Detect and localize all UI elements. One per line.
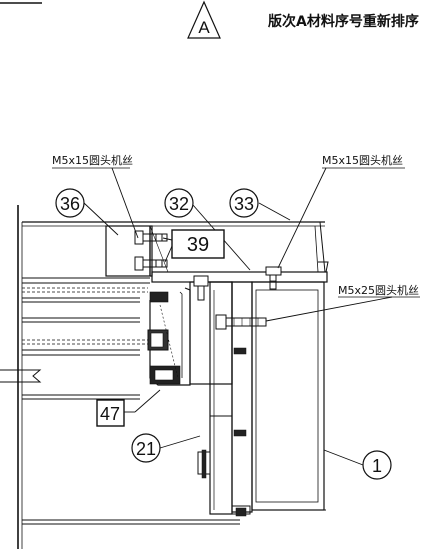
revision-triangle-icon (187, 0, 221, 39)
part-balloons: 36 32 33 39 47 21 1 (55, 188, 392, 480)
part-36-number: 36 (60, 194, 80, 214)
wall-structure (0, 205, 325, 549)
glass-clamp-47 (147, 287, 191, 386)
balloon-21: 21 (131, 433, 161, 463)
part-39-number: 39 (187, 234, 209, 256)
part-33-number: 33 (234, 194, 254, 214)
callout-screw-mid: M5x25圆头机丝 (338, 283, 419, 297)
leader-lines (83, 167, 393, 466)
part-32-number: 32 (169, 194, 189, 214)
box-47: 47 (96, 399, 125, 427)
callouts: M5x15圆头机丝 M5x15圆头机丝 M5x25圆头机丝 (52, 153, 420, 298)
balloon-33: 33 (229, 188, 259, 218)
part-21-number: 21 (136, 439, 156, 459)
mullion-21 (189, 275, 253, 517)
callout-screw-right: M5x15圆头机丝 (322, 153, 403, 167)
callout-screw-left: M5x15圆头机丝 (52, 153, 133, 167)
revision-symbol: A (198, 18, 210, 37)
balloon-32: 32 (164, 188, 194, 218)
balloon-36: 36 (55, 188, 85, 218)
box-39: 39 (171, 229, 225, 259)
screws-39 (134, 230, 168, 271)
revision-header: A 版次A材料序号重新排序 (0, 0, 419, 39)
revision-note: 版次A材料序号重新排序 (268, 13, 419, 30)
balloon-1: 1 (362, 450, 392, 480)
part-47-number: 47 (100, 404, 120, 424)
part-1-number: 1 (372, 456, 382, 476)
outer-frame-1 (215, 281, 326, 511)
